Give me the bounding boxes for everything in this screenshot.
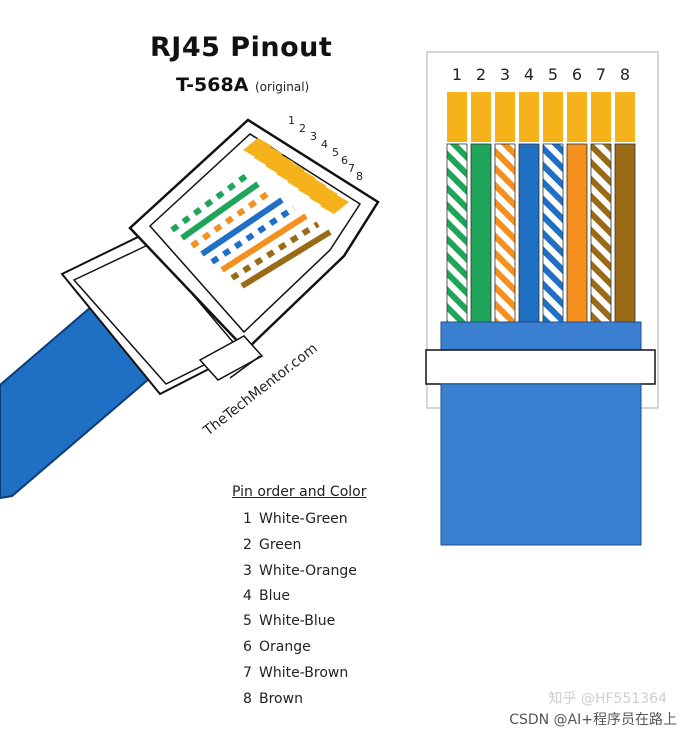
plug-wires — [170, 173, 332, 289]
legend-label: White-Blue — [259, 613, 336, 629]
standard-note: (original) — [255, 80, 310, 94]
pin-number: 7 — [596, 65, 606, 84]
legend-label: Brown — [259, 691, 303, 707]
legend-item: 8 Brown — [243, 691, 303, 707]
legend-label: White-Green — [259, 511, 348, 527]
pin-number: 3 — [500, 65, 510, 84]
gold-contact — [615, 92, 635, 142]
gold-contact — [591, 92, 611, 142]
legend-num: 6 — [243, 639, 252, 655]
gold-contact — [543, 92, 563, 142]
plug-pin-label: 6 — [341, 154, 348, 167]
wire-white-brown — [590, 143, 612, 325]
legend-item: 2 Green — [243, 537, 301, 553]
wire-blue — [518, 143, 540, 325]
pin-number: 6 — [572, 65, 582, 84]
watermark-csdn: CSDN @AI+程序员在路上 — [509, 712, 677, 728]
gold-contact — [471, 92, 491, 142]
legend-title: Pin order and Color — [232, 484, 367, 500]
plug-pin-label: 5 — [332, 146, 339, 159]
plug-pin-label: 7 — [348, 162, 355, 175]
diagram-title: RJ45 Pinout — [150, 32, 333, 63]
legend-label: Blue — [259, 588, 290, 604]
pin-number: 5 — [548, 65, 558, 84]
gold-contact — [495, 92, 515, 142]
wire-white-green — [446, 143, 468, 325]
legend-num: 4 — [243, 588, 252, 604]
standard-label: T-568A — [176, 74, 249, 96]
pin-number: 4 — [524, 65, 534, 84]
legend-item: 6 Orange — [243, 639, 311, 655]
legend-item: 1 White-Green — [243, 511, 348, 527]
legend-num: 5 — [243, 613, 252, 629]
pin-number: 8 — [620, 65, 630, 84]
wire-brown — [614, 143, 636, 325]
plug-contacts — [243, 138, 349, 214]
cable-jacket-lower — [440, 383, 642, 546]
plug-pin-label: 4 — [321, 138, 328, 151]
pin-number: 2 — [476, 65, 486, 84]
legend-label: White-Orange — [259, 563, 357, 579]
wire-white-orange — [494, 143, 516, 325]
legend-label: White-Brown — [259, 665, 349, 681]
watermark-zhihu: 知乎 @HF551364 — [548, 691, 667, 707]
wire-green — [470, 143, 492, 325]
wire-white-blue — [542, 143, 564, 325]
gold-contact — [519, 92, 539, 142]
legend-item: 4 Blue — [243, 588, 290, 604]
legend-num: 2 — [243, 537, 252, 553]
plug-pin-labels: 1 2 3 4 5 6 7 8 — [288, 114, 363, 183]
plug-pin-label: 1 — [288, 114, 295, 127]
legend-label: Orange — [259, 639, 311, 655]
plug-pin-label: 3 — [310, 130, 317, 143]
plug-pin-label: 8 — [356, 170, 363, 183]
plug-pin-label: 2 — [299, 122, 306, 135]
crimp-band — [425, 349, 656, 385]
legend-label: Green — [259, 537, 302, 553]
plug-housing — [128, 118, 380, 352]
gold-contact — [447, 92, 467, 142]
gold-contact — [567, 92, 587, 142]
legend-num: 3 — [243, 563, 252, 579]
legend-num: 7 — [243, 665, 252, 681]
legend-num: 1 — [243, 511, 252, 527]
legend-item: 5 White-Blue — [243, 613, 335, 629]
legend-item: 7 White-Brown — [243, 665, 348, 681]
legend-item: 3 White-Orange — [243, 563, 357, 579]
wire-orange — [566, 143, 588, 325]
pin-number: 1 — [452, 65, 462, 84]
cable-jacket-upper — [440, 321, 642, 353]
plug-cable — [0, 304, 152, 500]
legend-num: 8 — [243, 691, 252, 707]
